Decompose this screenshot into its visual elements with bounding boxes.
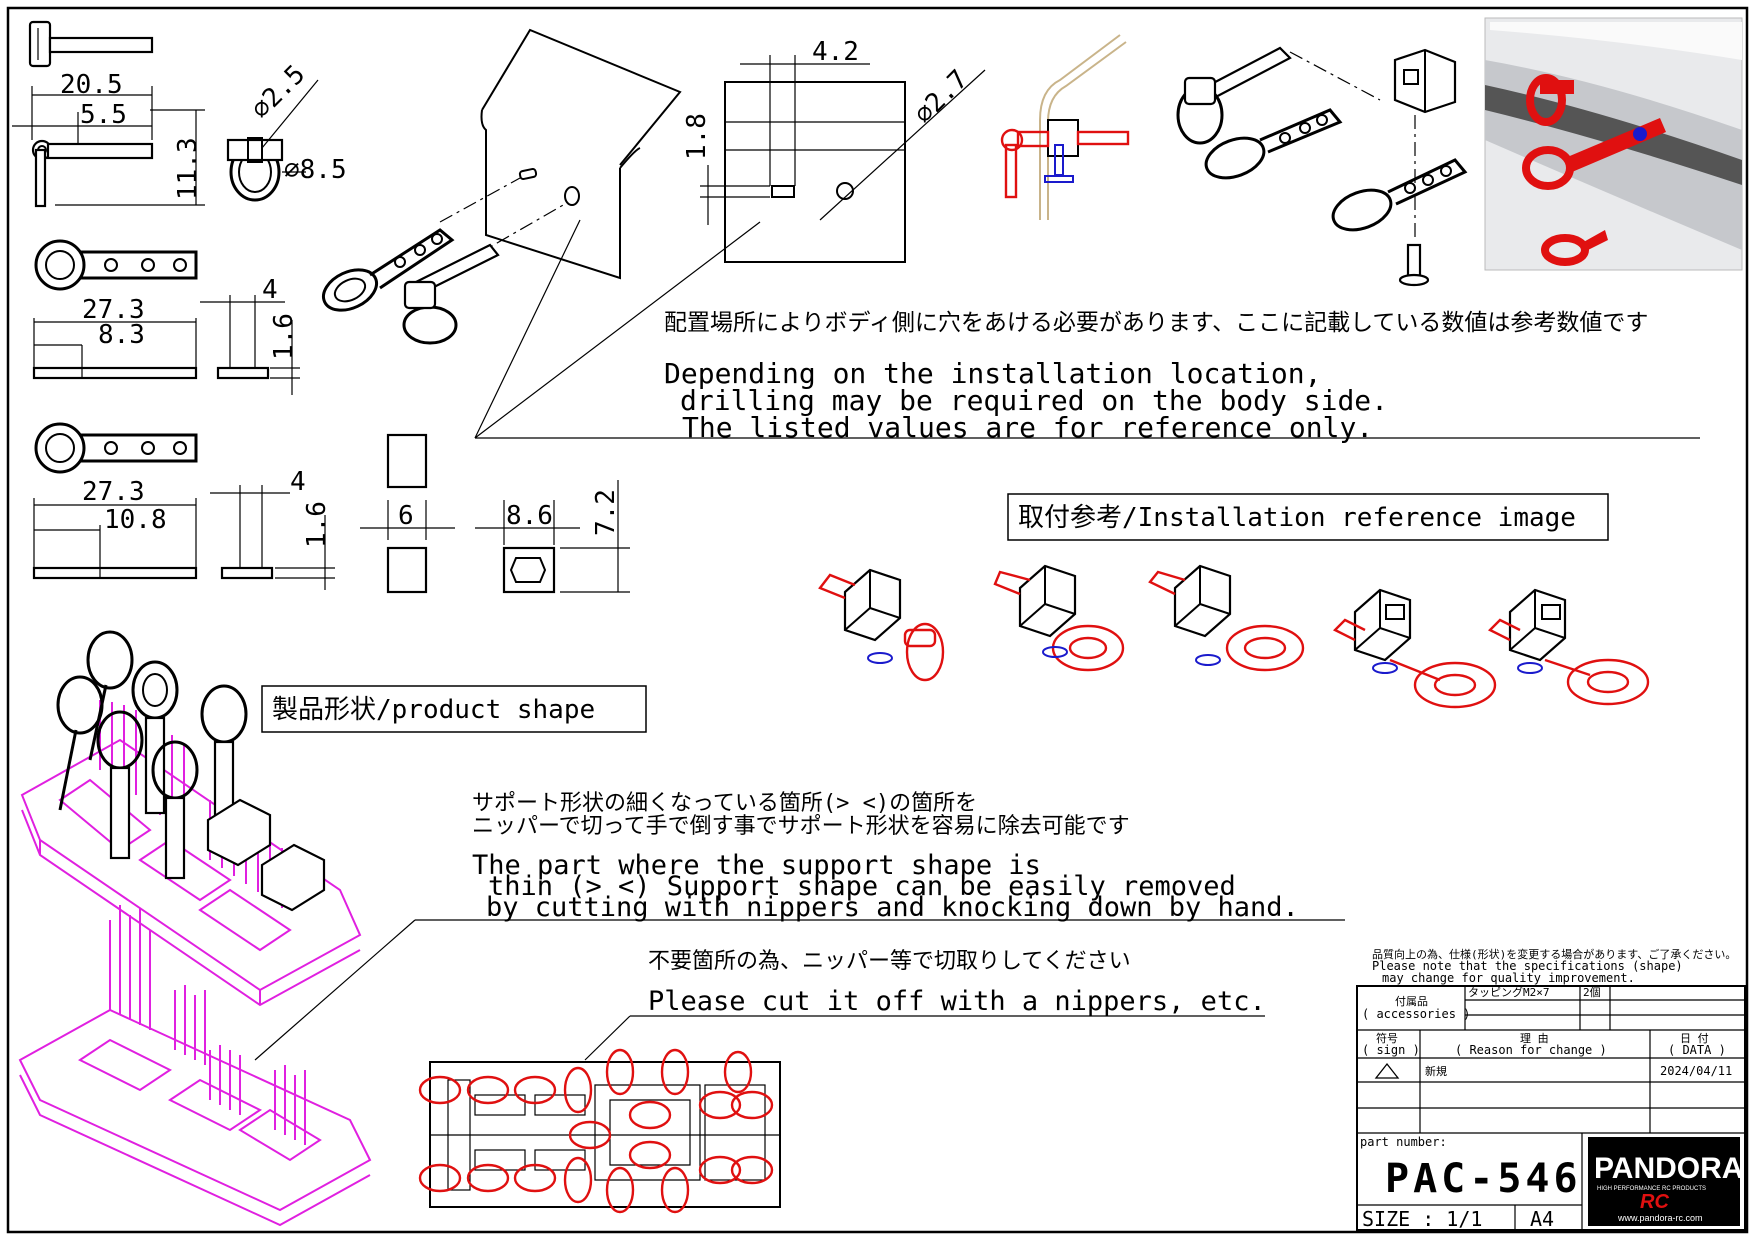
acc-label-en: ( accessories ) [1362,1007,1470,1021]
exploded-assembly-view [1176,46,1468,287]
dim-plate1-thickness: 1.6 [269,313,299,360]
installed-photo [1484,17,1743,271]
installed-side-view [1000,34,1130,220]
notice-jp: 品質向上の為、仕様(形状)を変更する場合があります、ご了承ください。 [1372,947,1736,961]
dim-shackle-pin: ⌀2.5 [246,59,311,124]
sheet-border [6,6,1749,1234]
dim-block-height: 7.2 [591,489,621,536]
revision-reason: 新規 [1425,1064,1447,1078]
cut-point-markers [418,1048,774,1214]
install-label: 取付参考/Installation reference image [1018,503,1576,533]
acc-qty: 2個 [1583,986,1601,999]
part-number: PAC-546 [1385,1156,1582,1202]
cut-leader-arrow [584,1015,631,1061]
install-label-box [1007,493,1609,541]
logo-sub-text: RC [1640,1191,1669,1213]
sign-label-en: ( sign ) [1362,1043,1420,1057]
body-panel-iso [322,28,682,345]
notice-en-1: Please note that the specifications (sha… [1372,959,1683,973]
hole-detail-view [700,55,986,263]
support-note-jp-1: サポート形状の細くなっている箇所(> <)の箇所を [472,791,977,816]
product-shape-supports-only [18,905,372,1227]
plate-1-side-view [32,295,300,395]
size-label: SIZE : 1/1 [1362,1207,1482,1231]
install-reference-images [818,564,1650,709]
revision-date: 2024/04/11 [1660,1064,1732,1078]
revision-warning-icon [1374,1062,1400,1079]
dim-plate2-length: 27.3 [82,477,145,507]
dim-hole-dia: ⌀2.7 [909,64,974,129]
drill-note-jp: 配置場所によりボディ側に穴をあける必要があります、ここに記載している数値は参考数… [664,310,1648,336]
dim-block-depth: 8.6 [506,501,553,531]
reason-label-en: ( Reason for change ) [1455,1043,1607,1057]
drill-note-en-2: drilling may be required on the body sid… [680,384,1388,417]
dim-hole-spacing: 4.2 [812,37,859,67]
product-shape-with-parts [20,630,362,1007]
plate-1-top-view [34,239,198,291]
date-label-en: ( DATA ) [1668,1043,1726,1057]
support-note-en-3: by cutting with nippers and knocking dow… [486,892,1299,923]
shackle-view [226,79,319,202]
leader-line-detail [474,221,761,439]
mount-block-views [360,433,630,594]
drill-note-en-1: Depending on the installation location, [664,357,1321,390]
bolt-top-view [28,20,154,68]
leader-line-panel [474,219,581,439]
title-block-grid [1356,985,1746,1231]
support-leader-arrow [254,919,416,1061]
notice-en-2: may change for quality improvement. [1382,971,1635,985]
plate-2-side-view [32,485,335,590]
support-note-en-1: The part where the support shape is [472,850,1041,881]
logo-main-text: PANDORA [1594,1152,1743,1185]
cut-note-en: Please cut it off with a nippers, etc. [648,986,1266,1017]
drill-note-en-3: The listed values are for reference only… [682,411,1373,444]
logo-tag-text: HIGH PERFORMANCE RC PRODUCTS [1597,1186,1706,1192]
dim-plate2-hole: 10.8 [104,505,167,535]
dim-bolt-offset: 5.5 [80,100,127,130]
date-label-jp: 日 付 [1680,1032,1709,1045]
support-note-en-2: thin (> <) Support shape can be easily r… [488,871,1236,902]
dim-plate1-hole: 8.3 [98,320,145,350]
dim-block-width: 6 [398,501,414,531]
plate-2-top-view [34,422,198,474]
paper-size: A4 [1530,1207,1554,1231]
acc-label-jp: 付属品 [1395,995,1428,1008]
dim-plate1-length: 27.3 [82,295,145,325]
dim-shackle-ring: ⌀8.5 [284,155,347,185]
dim-plate1-width: 4 [262,275,278,305]
pandora-rc-logo: PANDORA HIGH PERFORMANCE RC PRODUCTS RC … [1588,1137,1743,1226]
dim-bolt-height: 11.3 [173,137,203,200]
product-label: 製品形状/product shape [272,695,595,725]
bolt-side-view [12,86,205,208]
reason-label-jp: 理 由 [1520,1031,1549,1045]
acc-item: タッピングM2×7 [1468,985,1550,999]
dim-hole-height: 1.8 [682,113,712,160]
cut-note-jp: 不要箇所の為、ニッパー等で切取りしてください [648,949,1131,974]
product-label-box [261,685,647,733]
part-number-label: part number: [1360,1135,1447,1149]
sign-label-jp: 符号 [1376,1032,1398,1045]
dim-bolt-length: 20.5 [60,70,123,100]
support-note-jp-2: ニッパーで切って手で倒す事でサポート形状を容易に除去可能です [472,814,1130,839]
dim-plate2-thickness: 1.6 [302,501,332,548]
logo-url-text: www.pandora-rc.com [1617,1213,1703,1223]
dim-plate2-width: 4 [290,467,306,497]
